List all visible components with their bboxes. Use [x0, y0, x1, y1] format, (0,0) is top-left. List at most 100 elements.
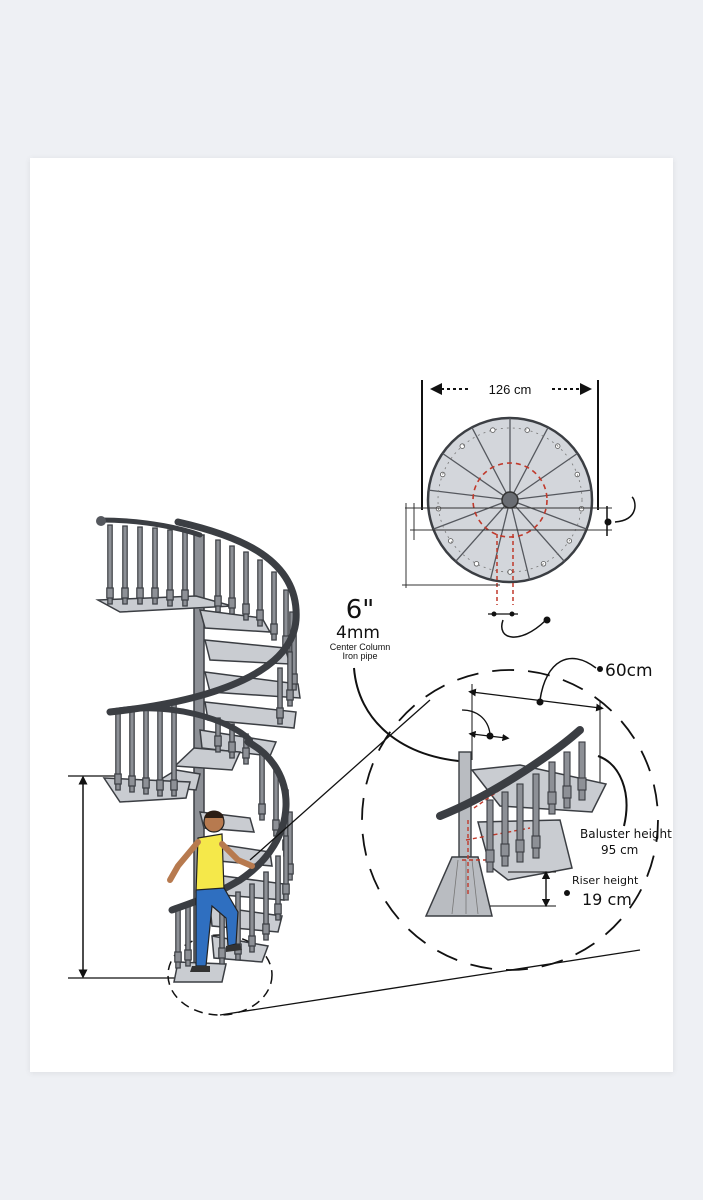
column-thickness-label: 4mm — [336, 623, 380, 643]
stair-baluster-knuckle — [214, 595, 222, 607]
stair-baluster-knuckle — [286, 689, 294, 701]
stair-baluster-knuckle — [248, 935, 256, 947]
detail-baluster — [548, 761, 556, 815]
stair-baluster-knuckle — [121, 587, 129, 599]
stair-baluster — [275, 855, 281, 921]
stair-baluster — [271, 571, 277, 641]
stair-baluster — [167, 529, 173, 607]
detail-baluster-knuckle — [485, 849, 495, 863]
stair-baluster-knuckle — [274, 903, 282, 915]
diagram-card — [30, 158, 673, 1072]
stair-baluster-knuckle — [136, 587, 144, 599]
plan-tread-line — [509, 489, 592, 501]
stair-handrails — [97, 517, 300, 914]
stair-baluster — [107, 524, 113, 605]
detail-baluster-knuckle — [531, 835, 541, 849]
detail-baluster — [563, 751, 571, 809]
stair-baluster-knuckle — [228, 741, 236, 753]
stair-baluster-knuckle — [272, 819, 280, 831]
zoom-line-upper — [249, 699, 431, 861]
column-size-label: 6" — [346, 595, 375, 625]
tread-width-callout — [539, 657, 597, 701]
riser-height-label: Riser height — [572, 874, 639, 887]
stair-baluster — [229, 723, 235, 759]
plan-dot-ring — [437, 427, 583, 573]
stair-baluster-knuckle — [151, 587, 159, 599]
stair-baluster — [215, 539, 221, 613]
detail-balusters — [485, 741, 587, 873]
plan-bottom-callout-dot — [543, 616, 551, 624]
baluster-gap-dot — [486, 732, 494, 740]
plan-tread-lines — [428, 418, 592, 580]
stair-baluster-knuckle — [170, 779, 178, 791]
stair-baluster — [137, 526, 143, 605]
stair-baluster-knuckle — [262, 923, 270, 935]
handrail-outer-lower — [168, 738, 290, 914]
plan-tread-line — [489, 499, 511, 580]
detail-dashed-ellipse — [361, 669, 659, 971]
person-arm-left — [167, 839, 201, 883]
plan-tread-line — [509, 499, 531, 580]
stair-baluster-knuckle — [114, 773, 122, 785]
stair-baluster-knuckle — [181, 589, 189, 601]
detail-baluster — [532, 773, 540, 859]
plan-baluster-dot — [473, 561, 480, 567]
detail-view: 60cm Baluster height 95 cm Riser height … — [361, 657, 672, 971]
detail-baluster-knuckle — [515, 839, 525, 853]
stair-baluster — [287, 651, 293, 707]
stair-baluster — [249, 883, 255, 953]
person-arm-right — [219, 841, 255, 869]
tread-width-dot — [536, 698, 544, 706]
person-shoes — [190, 944, 242, 972]
detail-baluster — [501, 791, 509, 867]
plan-right-hook — [614, 496, 636, 523]
stair-baluster-knuckle — [214, 735, 222, 747]
tread-width-callout-dot — [597, 666, 603, 672]
plan-center-column — [501, 491, 519, 509]
diameter-label: 126 cm — [489, 382, 532, 397]
plan-baluster-dots — [435, 427, 585, 575]
spiral-staircase — [68, 516, 641, 1016]
detail-baluster-knuckle — [562, 785, 572, 799]
detail-column-base-lines — [451, 859, 479, 915]
tread-width-dim — [468, 688, 604, 712]
stair-baluster — [122, 525, 128, 605]
detail-handrail — [436, 726, 584, 820]
plan-right-dot — [604, 518, 612, 526]
stair-baluster-knuckle — [166, 589, 174, 601]
plan-tread-line — [428, 489, 511, 501]
detail-baluster — [516, 783, 524, 863]
stair-baluster — [243, 551, 249, 621]
baluster-height-label: Baluster height — [580, 827, 672, 841]
detail-baluster-knuckle — [577, 777, 587, 791]
baluster-height-value: 95 cm — [601, 843, 638, 857]
plan-baluster-dot — [490, 427, 496, 433]
plan-tread-line — [509, 427, 549, 501]
plan-bottom-hook — [501, 619, 546, 638]
stair-baluster-knuckle — [270, 623, 278, 635]
zoom-line-lower — [219, 949, 641, 1016]
baluster-height-callout — [597, 755, 628, 827]
stair-baluster-knuckle — [106, 587, 114, 599]
stair-baluster-knuckle — [218, 947, 226, 959]
stair-baluster — [277, 667, 283, 725]
detail-column-base — [424, 856, 493, 917]
stair-baluster — [229, 545, 235, 615]
person-climbing — [167, 810, 255, 972]
stair-baluster-knuckle — [242, 603, 250, 615]
handrail-outer-top — [106, 518, 300, 716]
stair-baluster-knuckle — [242, 747, 250, 759]
plan-baluster-dot — [574, 471, 580, 478]
handrail-outer-mid — [107, 705, 253, 743]
stair-baluster-knuckle — [128, 775, 136, 787]
baluster-gap-callout — [461, 709, 491, 735]
stair-baluster-knuckle — [256, 609, 264, 621]
person-hair — [204, 810, 224, 818]
handrail-upper — [97, 517, 203, 538]
handrail-cap — [96, 516, 106, 526]
stair-baluster-knuckle — [276, 707, 284, 719]
plan-tread-line — [509, 499, 565, 562]
stair-baluster — [152, 527, 158, 605]
stair-baluster-knuckle — [282, 883, 290, 895]
